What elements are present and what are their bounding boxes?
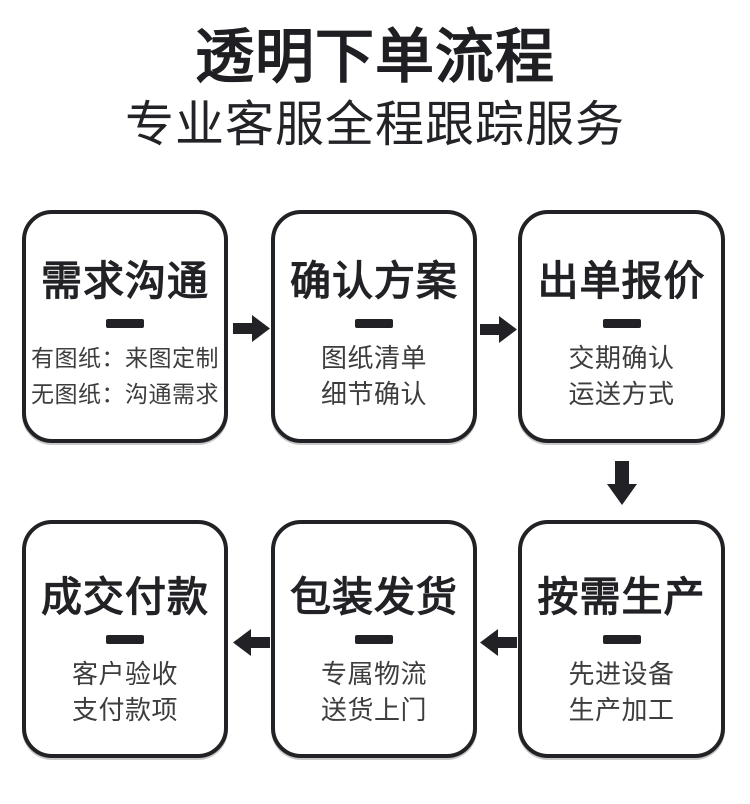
dash-divider <box>106 635 144 644</box>
step-title: 出单报价 <box>537 258 706 304</box>
flow-step-1-box: 需求沟通 有图纸：来图定制 无图纸：沟通需求 <box>22 210 228 443</box>
dash-divider <box>106 319 144 328</box>
flow-step-3-box: 出单报价 交期确认 运送方式 <box>518 210 725 443</box>
flow-step-5-box: 包装发货 专属物流 送货上门 <box>271 520 477 758</box>
step-title: 按需生产 <box>537 574 706 620</box>
step-detail-line: 支付款项 <box>71 695 178 725</box>
dash-divider <box>602 319 641 328</box>
step-details: 交期确认 运送方式 <box>568 340 674 412</box>
step-title: 确认方案 <box>290 258 458 304</box>
step-detail-line: 图纸清单 <box>320 343 427 373</box>
step-details: 图纸清单 细节确认 <box>321 340 427 412</box>
step-detail-line: 客户验收 <box>71 659 178 689</box>
flow-step-2-box: 确认方案 图纸清单 细节确认 <box>271 210 477 443</box>
step-details: 先进设备 生产加工 <box>568 656 674 728</box>
step-details: 客户验收 支付款项 <box>72 656 178 728</box>
flow-step-6-box: 成交付款 客户验收 支付款项 <box>22 520 228 758</box>
arrow-left-icon <box>233 629 270 656</box>
dash-divider <box>355 635 393 644</box>
step-detail-line: 无图纸：沟通需求 <box>31 381 219 407</box>
arrow-right-icon <box>480 316 517 343</box>
step-detail-line: 细节确认 <box>320 379 427 409</box>
step-detail-line: 专属物流 <box>320 659 427 689</box>
step-title: 包装发货 <box>290 574 458 620</box>
step-detail-line: 先进设备 <box>568 659 675 689</box>
arrow-down-icon <box>607 461 637 505</box>
step-detail-line: 交期确认 <box>568 343 675 373</box>
step-detail-line: 送货上门 <box>320 695 427 725</box>
page-subtitle: 专业客服全程跟踪服务 <box>124 98 625 152</box>
arrow-right-icon <box>233 315 270 342</box>
arrow-left-icon <box>480 629 517 656</box>
step-detail-line: 生产加工 <box>568 695 675 725</box>
step-detail-line: 有图纸：来图定制 <box>31 345 219 371</box>
flow-step-4-box: 按需生产 先进设备 生产加工 <box>518 520 725 758</box>
step-title: 成交付款 <box>41 574 209 620</box>
step-detail-line: 运送方式 <box>568 379 675 409</box>
dash-divider <box>355 319 393 328</box>
dash-divider <box>602 635 641 644</box>
header: 透明下单流程 专业客服全程跟踪服务 <box>0 0 750 152</box>
page-title: 透明下单流程 <box>194 24 555 90</box>
step-title: 需求沟通 <box>41 258 209 304</box>
step-details: 专属物流 送货上门 <box>321 656 427 728</box>
step-details: 有图纸：来图定制 无图纸：沟通需求 <box>31 340 219 412</box>
